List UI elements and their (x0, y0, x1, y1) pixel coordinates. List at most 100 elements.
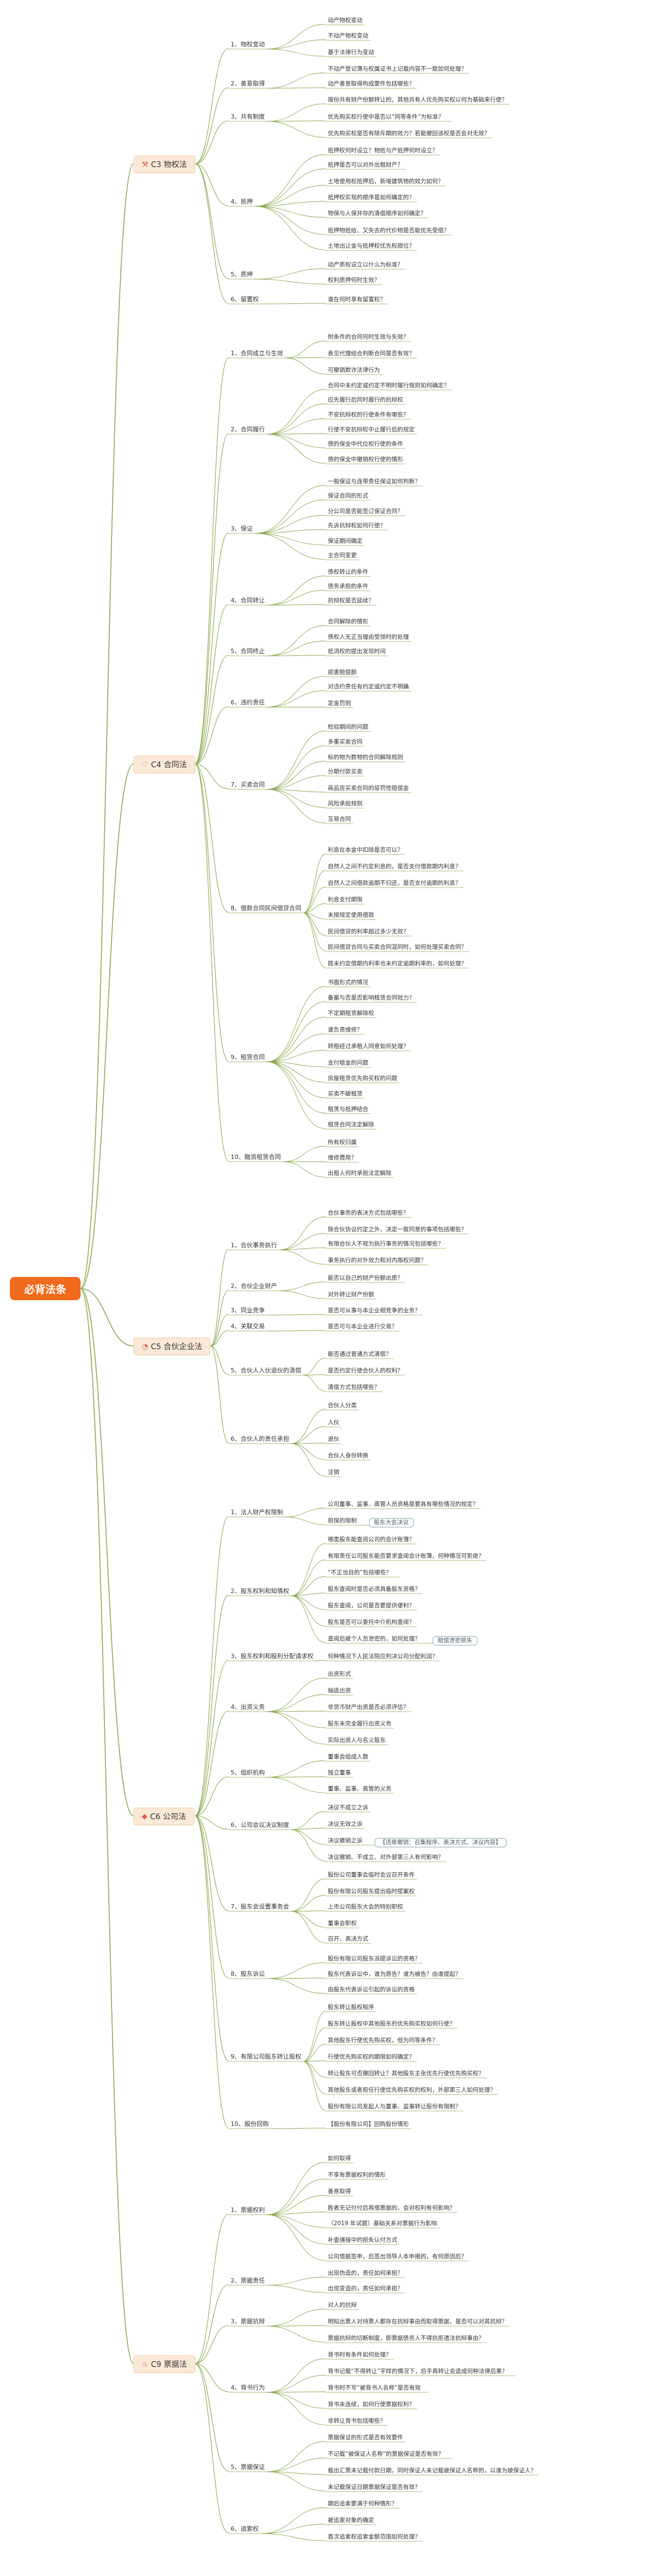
leaf-node[interactable]: 对外转让财产份额 (328, 1291, 374, 1298)
topic-node[interactable]: 10、融资租赁合同 (231, 1153, 281, 1161)
leaf-node[interactable]: 决议撤销、不成立、对外部第三人有何影响？ (328, 1854, 444, 1861)
topic-node[interactable]: 6、追索权 (231, 2525, 259, 2532)
leaf-node[interactable]: 支付租金的问题 (328, 1060, 369, 1066)
leaf-node[interactable]: 补查缮接中的损失认付方式 (328, 2237, 397, 2243)
topic-node[interactable]: 3、股东权利和股利分配请求权 (231, 1653, 313, 1660)
topic-node[interactable]: 1、物权变动 (231, 41, 265, 48)
leaf-node[interactable]: 股份有限公司股东提出临时提案权 (328, 1888, 415, 1895)
topic-node[interactable]: 4、关联交易 (231, 1323, 265, 1330)
leaf-node[interactable]: 未记载保证日期票据保证是否有效？ (328, 2484, 420, 2491)
leaf-node[interactable]: 先诉抗辩权如何行使？ (328, 522, 386, 529)
leaf-node[interactable]: 合伙事务的表决方式包括哪些？ (328, 1210, 409, 1216)
leaf-node[interactable]: 公司董事、监事、高管人员资格是要具有哪些情况的规定？ (328, 1501, 478, 1508)
leaf-node[interactable]: 实际出资人与名义股东 (328, 1737, 386, 1744)
leaf-node[interactable]: 担保的限制 (328, 1517, 357, 1524)
leaf-node[interactable]: 非货币财产出资是否必须评估？ (328, 1704, 409, 1711)
leaf-node[interactable]: 转租经过承租人同意如何处理？ (328, 1043, 409, 1050)
leaf-node[interactable]: 出资形式 (328, 1671, 351, 1677)
leaf-node[interactable]: 合同解除的情形 (328, 618, 369, 625)
leaf-node[interactable]: 动产物权变动 (328, 17, 363, 24)
leaf-node[interactable]: 抵押权实现的顺序是如何确定的？ (328, 194, 415, 201)
leaf-node[interactable]: 股东未完全履行出资义务 (328, 1720, 392, 1727)
leaf-node[interactable]: 非转让背书包括哪些？ (328, 2418, 386, 2424)
leaf-node[interactable]: 不安抗辩权的行使条件有哪些？ (328, 411, 409, 418)
leaf-node[interactable]: 出现伪造的，责任如何承担？ (328, 2270, 403, 2276)
topic-node[interactable]: 2、合同履行 (231, 426, 265, 433)
leaf-node[interactable]: 损害赔偿额 (328, 669, 357, 676)
section-node[interactable]: ⚒C3 物权法 (134, 156, 195, 173)
leaf-node[interactable]: 优先购买权行使中是否以“同等条件”为标准？ (328, 114, 444, 120)
leaf-node[interactable]: 不动产物权变动 (328, 33, 369, 39)
leaf-node[interactable]: 抗辩权是否延续？ (328, 597, 374, 604)
leaf-node[interactable]: 其他股东行使优先购买权，但为同等条件？ (328, 2037, 438, 2044)
leaf-node[interactable]: 应先履行后同时履行的抗辩权 (328, 397, 403, 403)
leaf-node[interactable]: 事务执行的对外效力和对内限权问题？ (328, 1257, 427, 1264)
leaf-node[interactable]: 董事会组成人数 (328, 1754, 369, 1760)
topic-node[interactable]: 2、善意取得 (231, 80, 265, 87)
leaf-node[interactable]: 【股份有限公司】回购股份情形 (328, 2121, 409, 2128)
leaf-node[interactable]: 标的物为数物的合同解除规则 (328, 754, 403, 761)
leaf-node[interactable]: 期后追索要满于何种情形？ (328, 2500, 397, 2507)
leaf-node[interactable]: 股东代表诉讼中，谁为原告？谁为被告？由谁提起？ (328, 1971, 461, 1978)
topic-node[interactable]: 1、合伙事务执行 (231, 1242, 277, 1249)
leaf-node[interactable]: 公司借据签申，后签出领导人本申报的，有何原因后？ (328, 2253, 467, 2260)
topic-node[interactable]: 3、保证 (231, 525, 253, 532)
topic-node[interactable]: 1、合同成立与生效 (231, 350, 283, 357)
leaf-node[interactable]: 是否可与本企业进行交易？ (328, 1323, 397, 1330)
leaf-node[interactable]: 召开、表决方式 (328, 1936, 369, 1942)
leaf-node[interactable]: 分公司是否能签订保证合同？ (328, 508, 403, 515)
topic-node[interactable]: 5、质押 (231, 271, 253, 278)
leaf-node[interactable]: （2019 年试题）基础关系对票据行为影响 (328, 2220, 438, 2227)
leaf-node[interactable]: 胜者无记付付后再借票据的，会对权利有何影响？ (328, 2205, 455, 2211)
leaf-node[interactable]: 一般保证与连带责任保证如何判断？ (328, 478, 420, 485)
leaf-node[interactable]: 有限合伙人不视为执行事务的情况包括哪些？ (328, 1241, 444, 1247)
leaf-node[interactable]: “不正当目的”包括哪些？ (328, 1569, 392, 1576)
topic-node[interactable]: 4、背书行为 (231, 2384, 265, 2391)
leaf-node[interactable]: 独立董事 (328, 1770, 351, 1776)
leaf-node[interactable]: 债的保全中代位权行使的条件 (328, 441, 403, 447)
topic-node[interactable]: 3、同业竞争 (231, 1307, 265, 1314)
leaf-node[interactable]: 互易合同 (328, 816, 351, 822)
leaf-node[interactable]: 票据保证的形式是否有效要件 (328, 2434, 403, 2441)
leaf-node[interactable]: 主合同变更 (328, 552, 357, 559)
leaf-node[interactable]: 抵押权何时设立？物抵与产抵押何时设立？ (328, 147, 438, 154)
topic-node[interactable]: 8、借款合同民间借贷合同 (231, 905, 301, 912)
leaf-node[interactable]: 转让股东可否撤回转让？其他股东主张优先行使优先购买权？ (328, 2070, 484, 2077)
leaf-node[interactable]: 利息支付期限 (328, 896, 363, 903)
leaf-node[interactable]: 维修费用？ (328, 1155, 357, 1161)
leaf-node[interactable]: 出现变造的，责任如何承担？ (328, 2285, 403, 2292)
topic-node[interactable]: 6、违约责任 (231, 699, 265, 706)
leaf-node[interactable]: 股东转让股权程序 (328, 2004, 374, 2011)
leaf-node[interactable]: 能否通过普通方式清偿？ (328, 1351, 392, 1358)
leaf-node[interactable]: 土地出让金与抵押权优先权顺位？ (328, 243, 415, 249)
leaf-node[interactable]: 载出汇票未记载付款日期，同时保证人未记载被保证人名称的，以谁为被保证人？ (328, 2467, 536, 2474)
topic-node[interactable]: 4、出资义务 (231, 1703, 265, 1711)
leaf-node[interactable]: 抵消权的提出发现时间 (328, 648, 386, 655)
leaf-node[interactable]: 商品房买卖合同的惩罚性赔偿金 (328, 785, 409, 792)
leaf-node[interactable]: 能否以自己的财产份额出质？ (328, 1275, 403, 1281)
topic-node[interactable]: 7、买卖合同 (231, 781, 265, 788)
topic-node[interactable]: 3、票据抗辩 (231, 2318, 265, 2325)
leaf-node[interactable]: 保证合同的形式 (328, 493, 369, 499)
topic-node[interactable]: 1、法人财产权限制 (231, 1509, 283, 1516)
leaf-node[interactable]: 租赁合同法定解除 (328, 1121, 374, 1128)
leaf-node[interactable]: 按份共有财产份额转让的，其他共有人优先购买权以何为基础来行使？ (328, 97, 508, 103)
leaf-node[interactable]: 如何取得 (328, 2155, 351, 2162)
leaf-node[interactable]: 注销 (328, 1469, 339, 1476)
topic-node[interactable]: 3、共有制度 (231, 113, 265, 120)
leaf-node[interactable]: 背书未连续，如何行使票据权利？ (328, 2401, 415, 2408)
leaf-node[interactable]: 自然人之间不约定利息的，是否支付借款期内利息？ (328, 863, 461, 870)
topic-node[interactable]: 5、合同终止 (231, 648, 265, 655)
topic-node[interactable]: 4、合同转让 (231, 597, 265, 604)
leaf-node[interactable]: 民间借贷的利率超过多少无效？ (328, 928, 409, 935)
leaf-node[interactable]: 不动产登记簿与权属证书上记载内容不一致如何处理？ (328, 66, 467, 72)
leaf-node[interactable]: 债的保全中撤销权行使的情形 (328, 456, 403, 463)
section-node[interactable]: ♨C9 票据法 (134, 2355, 195, 2373)
leaf-node[interactable]: 股份有限公司发起人与董事、监事转让股份有限制？ (328, 2103, 461, 2110)
topic-node[interactable]: 5、组织机构 (231, 1769, 265, 1776)
leaf-node[interactable]: 定金罚则 (328, 700, 351, 707)
leaf-node[interactable]: 基于法律行为变动 (328, 49, 374, 56)
leaf-node[interactable]: 是否可从事与本企业相竞争的业务？ (328, 1307, 420, 1314)
leaf-node[interactable]: 除合伙协议约定之外，决定一致同意的事项包括哪些？ (328, 1226, 467, 1233)
leaf-node[interactable]: 查阅后被个人员泄密的，如何处理？ (328, 1636, 420, 1642)
